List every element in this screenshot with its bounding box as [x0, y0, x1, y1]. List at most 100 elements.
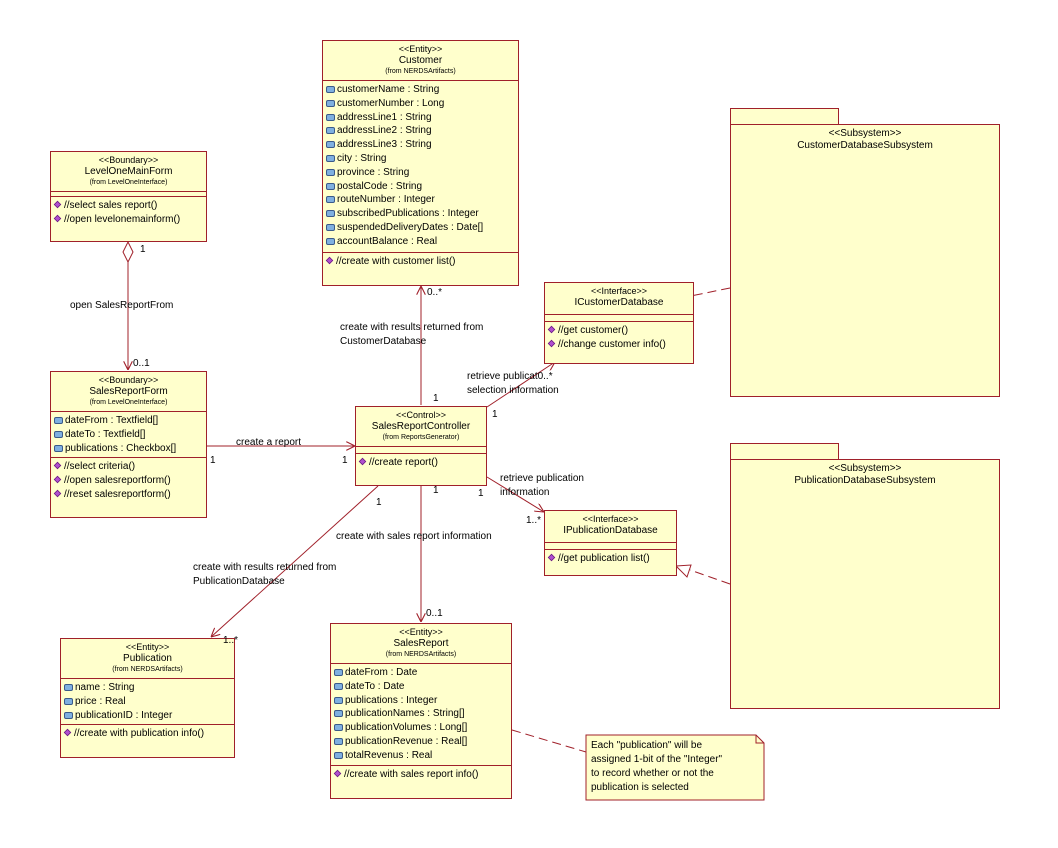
class-package: (from NERDSArtifacts) [385, 651, 457, 658]
label-create-customer-1: create with results returned from [340, 322, 484, 333]
multiplicity: 1 [342, 455, 348, 466]
class-name: SalesReportForm [89, 386, 168, 397]
attribute-icon [326, 141, 335, 149]
attribute-icon [326, 127, 335, 135]
attribute-icon [334, 696, 343, 704]
class-name: SalesReport [393, 638, 449, 649]
operation-row: //select criteria() [53, 460, 204, 474]
attribute-row: publicationRevenue : Real[] [334, 735, 509, 749]
class-name: ICustomerDatabase [574, 297, 664, 308]
class-package: (from NERDSArtifacts) [112, 666, 183, 673]
operations-section: //create with sales report info() [331, 766, 511, 784]
label-create-a-report: create a report [236, 437, 302, 448]
attribute-row: publicationNames : String[] [334, 707, 509, 721]
sales-report-controller-class[interactable]: <<Control>> SalesReportController (from … [355, 406, 487, 486]
attribute-icon [64, 684, 73, 691]
label-create-customer-2: CustomerDatabase [340, 336, 427, 347]
operation-row: //get customer() [547, 324, 691, 338]
class-name: LevelOneMainForm [84, 166, 173, 177]
stereotype: <<Entity>> [399, 627, 443, 637]
operation-icon [63, 729, 72, 737]
stereotype: <<Entity>> [398, 44, 443, 54]
attribute-row: name : String [64, 681, 232, 695]
label-create-publication-1: create with results returned from [193, 562, 337, 573]
attribute-row: dateTo : Date [334, 680, 509, 694]
operation-icon [325, 256, 334, 265]
sales-report-class[interactable]: <<Entity>> SalesReport (from NERDSArtifa… [330, 623, 512, 799]
operation-row: //create report() [358, 456, 484, 470]
operation-row: //create with customer list() [325, 255, 516, 269]
note[interactable]: Each "publication" will be assigned 1-bi… [587, 736, 757, 799]
level-one-main-form-class[interactable]: <<Boundary>> LevelOneMainForm (from Leve… [50, 151, 207, 242]
customer-database-subsystem[interactable]: <<Subsystem>> CustomerDatabaseSubsystem [730, 124, 1000, 397]
multiplicity: 1 [140, 244, 146, 255]
operation-icon [53, 462, 62, 470]
attributes-section [356, 447, 486, 454]
operation-row: //create with sales report info() [333, 768, 509, 782]
class-name: SalesReportController [371, 421, 471, 432]
attribute-icon [326, 99, 335, 107]
operation-row: //reset salesreportform() [53, 488, 204, 502]
sales-report-form-class[interactable]: <<Boundary>> SalesReportForm (from Level… [50, 371, 207, 518]
operation-icon [333, 769, 342, 777]
attributes-section: dateFrom : Date dateTo : Date publicatio… [331, 664, 511, 766]
operation-icon [547, 325, 556, 334]
attributes-section: dateFrom : Textfield[] dateTo : Textfiel… [51, 412, 206, 459]
operation-row: //select sales report() [53, 199, 204, 213]
attribute-icon [326, 154, 335, 162]
stereotype: <<Boundary>> [98, 155, 159, 165]
attribute-row: subscribedPublications : Integer [326, 207, 516, 221]
class-header: <<Interface>> ICustomerDatabase [545, 283, 693, 315]
multiplicity: 1 [492, 409, 498, 420]
attribute-row: suspendedDeliveryDates : Date[] [326, 221, 516, 235]
label-retrieve-customer-1: retrieve publicat0..* [467, 371, 553, 382]
subsystem-name: CustomerDatabaseSubsystem [797, 140, 933, 151]
publication-class[interactable]: <<Entity>> Publication (from NERDSArtifa… [60, 638, 235, 758]
label-retrieve-publication-1: retrieve publication [500, 473, 584, 484]
attribute-row: addressLine1 : String [326, 111, 516, 125]
class-package: (from LevelOneInterface) [89, 399, 168, 406]
attribute-row: province : String [326, 166, 516, 180]
icustomer-database-interface[interactable]: <<Interface>> ICustomerDatabase //get cu… [544, 282, 694, 364]
attributes-section [545, 543, 676, 550]
attribute-icon [334, 737, 343, 745]
attribute-icon [54, 430, 63, 438]
class-header: <<Entity>> Customer (from NERDSArtifacts… [323, 41, 518, 81]
stereotype: <<Boundary>> [98, 375, 159, 385]
attribute-row: dateFrom : Date [334, 666, 509, 680]
attribute-row: customerNumber : Long [326, 97, 516, 111]
attribute-row: accountBalance : Real [326, 235, 516, 249]
attribute-icon [54, 444, 63, 452]
class-name: Customer [398, 55, 443, 66]
stereotype: <<Interface>> [582, 514, 639, 524]
operation-icon [547, 339, 556, 348]
multiplicity: 1 [433, 485, 439, 496]
attribute-icon [334, 710, 343, 718]
operation-row: //change customer info() [547, 338, 691, 352]
class-name: IPublicationDatabase [563, 525, 658, 536]
attribute-row: publicationVolumes : Long[] [334, 721, 509, 735]
attributes-section: name : String price : Real publicationID… [61, 679, 234, 726]
stereotype: <<Subsystem>> [828, 128, 902, 139]
attribute-icon [64, 711, 73, 719]
attributes-section [545, 315, 693, 322]
operation-icon [53, 214, 62, 223]
class-header: <<Boundary>> SalesReportForm (from Level… [51, 372, 206, 412]
attribute-row: price : Real [64, 695, 232, 709]
operation-row: //open salesreportform() [53, 474, 204, 488]
attribute-icon [54, 417, 63, 424]
customer-class[interactable]: <<Entity>> Customer (from NERDSArtifacts… [322, 40, 519, 286]
attributes-section [51, 192, 206, 197]
label-retrieve-publication-2: information [500, 487, 550, 498]
attribute-icon [334, 682, 343, 690]
attribute-icon [326, 113, 335, 121]
attribute-row: publications : Checkbox[] [54, 442, 204, 456]
attribute-icon [326, 86, 335, 93]
package-tab [730, 443, 839, 460]
attribute-icon [64, 697, 73, 705]
ipublication-database-interface[interactable]: <<Interface>> IPublicationDatabase //get… [544, 510, 677, 576]
attribute-icon [334, 669, 343, 676]
stereotype: <<Interface>> [590, 286, 648, 296]
publication-database-subsystem[interactable]: <<Subsystem>> PublicationDatabaseSubsyst… [730, 459, 1000, 709]
note-line: assigned 1-bit of the "Integer" [591, 754, 723, 765]
